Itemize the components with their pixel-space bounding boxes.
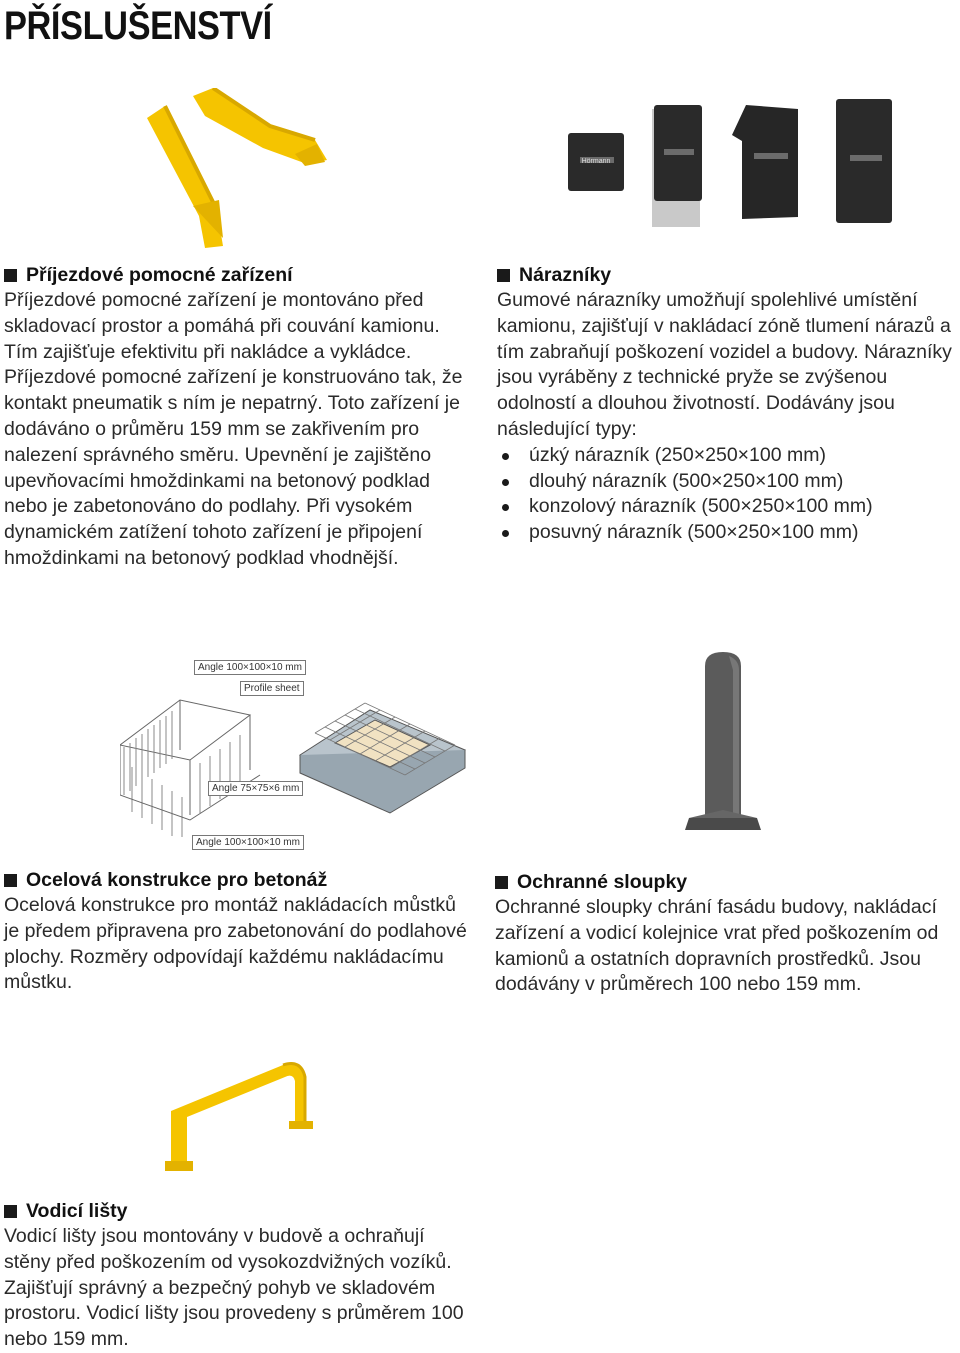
section-guide-rails: Vodicí lišty Vodicí lišty jsou montovány… bbox=[4, 1198, 474, 1353]
section-guide: Příjezdové pomocné zařízení Příjezdové p… bbox=[4, 262, 469, 572]
section-heading: Ocelová konstrukce pro betonáž bbox=[4, 867, 469, 893]
protection-post-image bbox=[685, 652, 761, 830]
square-bullet-icon bbox=[4, 873, 17, 887]
list-item: konzolový nárazník (500×250×100 mm) bbox=[497, 494, 960, 520]
section-heading: Vodicí lišty bbox=[4, 1198, 474, 1224]
section-heading: Ochranné sloupky bbox=[495, 869, 955, 895]
section-body: Vodicí lišty jsou montovány v budově a o… bbox=[4, 1225, 464, 1351]
list-item: dlouhý nárazník (500×250×100 mm) bbox=[497, 469, 960, 495]
section-body: Ocelová konstrukce pro montáž nakládacíc… bbox=[4, 894, 467, 994]
square-bullet-icon bbox=[495, 875, 508, 889]
section-body: Gumové nárazníky umožňují spolehlivé umí… bbox=[497, 289, 952, 440]
square-bullet-icon bbox=[4, 1204, 17, 1218]
diagram-label: Profile sheet bbox=[240, 681, 304, 696]
guide-bar-image bbox=[165, 1062, 313, 1171]
diagram-label: Angle 100×100×10 mm bbox=[192, 835, 304, 850]
bumper-types-list: úzký nárazník (250×250×100 mm) dlouhý ná… bbox=[497, 443, 960, 546]
section-body: Příjezdové pomocné zařízení je montováno… bbox=[4, 289, 463, 569]
diagram-label: Angle 100×100×10 mm bbox=[194, 660, 306, 675]
section-protection-posts: Ochranné sloupky Ochranné sloupky chrání… bbox=[495, 869, 955, 998]
section-steel-frame: Ocelová konstrukce pro betonáž Ocelová k… bbox=[4, 867, 469, 996]
square-bullet-icon bbox=[497, 268, 510, 282]
bumpers-image: Hörmann bbox=[568, 99, 892, 227]
section-bumpers: Nárazníky Gumové nárazníky umožňují spol… bbox=[497, 262, 960, 546]
steel-frame-diagram: Angle 100×100×10 mm Profile sheet Angle … bbox=[120, 655, 480, 855]
guide-rail-image bbox=[147, 88, 327, 248]
diagram-label: Angle 75×75×6 mm bbox=[208, 781, 304, 796]
section-heading: Nárazníky bbox=[497, 262, 960, 288]
list-item: úzký nárazník (250×250×100 mm) bbox=[497, 443, 960, 469]
page-title: PŘÍSLUŠENSTVÍ bbox=[4, 4, 272, 48]
square-bullet-icon bbox=[4, 268, 17, 282]
section-heading: Příjezdové pomocné zařízení bbox=[4, 262, 469, 288]
bumper-logo: Hörmann bbox=[582, 158, 611, 165]
list-item: posuvný nárazník (500×250×100 mm) bbox=[497, 520, 960, 546]
section-body: Ochranné sloupky chrání fasádu budovy, n… bbox=[495, 896, 939, 996]
